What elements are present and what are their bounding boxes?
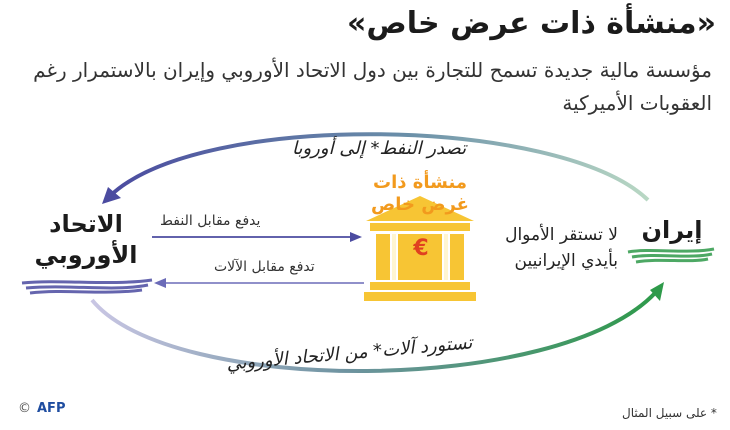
bank-title-line2: غرض خاص — [371, 194, 469, 215]
eu-scribble — [21, 278, 153, 295]
bank-building-icon — [364, 196, 476, 301]
copyright-icon: © — [18, 401, 31, 416]
iran-scribble — [627, 247, 715, 264]
flow-arrow-to-bank — [152, 232, 362, 242]
iran-note-line2: بأيدي الإيرانيين — [514, 251, 618, 271]
eu-label: الاتحاد الأوروبي — [26, 209, 146, 271]
footnote: * على سبيل المثال — [622, 406, 717, 420]
page-subtitle: مؤسسة مالية جديدة تسمح للتجارة بين دول ا… — [33, 58, 712, 115]
iran-note: لا تستقر الأموال بأيدي الإيرانيين — [488, 222, 618, 274]
eu-label-line1: الاتحاد — [49, 210, 123, 238]
afp-logo: © AFP — [18, 401, 65, 416]
page-title: «منشأة ذات عرض خاص» — [347, 6, 716, 41]
euro-icon: € — [413, 236, 429, 261]
flow-label-to-eu: تدفع مقابل الآلات — [214, 259, 315, 275]
afp-logo-text: AFP — [37, 401, 66, 416]
top-arrow-label: تصدر النفط* إلى أوروبا — [292, 138, 467, 159]
bank-title-line1: منشأة ذات — [373, 172, 467, 193]
bank-title: منشأة ذات غرض خاص — [360, 172, 480, 216]
iran-note-line1: لا تستقر الأموال — [505, 225, 618, 245]
bottom-arrow — [90, 290, 658, 373]
flow-arrow-to-eu — [154, 278, 364, 288]
top-arrow-head — [102, 187, 121, 204]
top-arrow — [108, 132, 650, 202]
bottom-arrow-head — [650, 282, 664, 301]
iran-label: إيران — [641, 216, 703, 244]
flow-label-to-bank: يدفع مقابل النفط — [160, 213, 261, 229]
eu-label-line2: الأوروبي — [34, 241, 138, 269]
